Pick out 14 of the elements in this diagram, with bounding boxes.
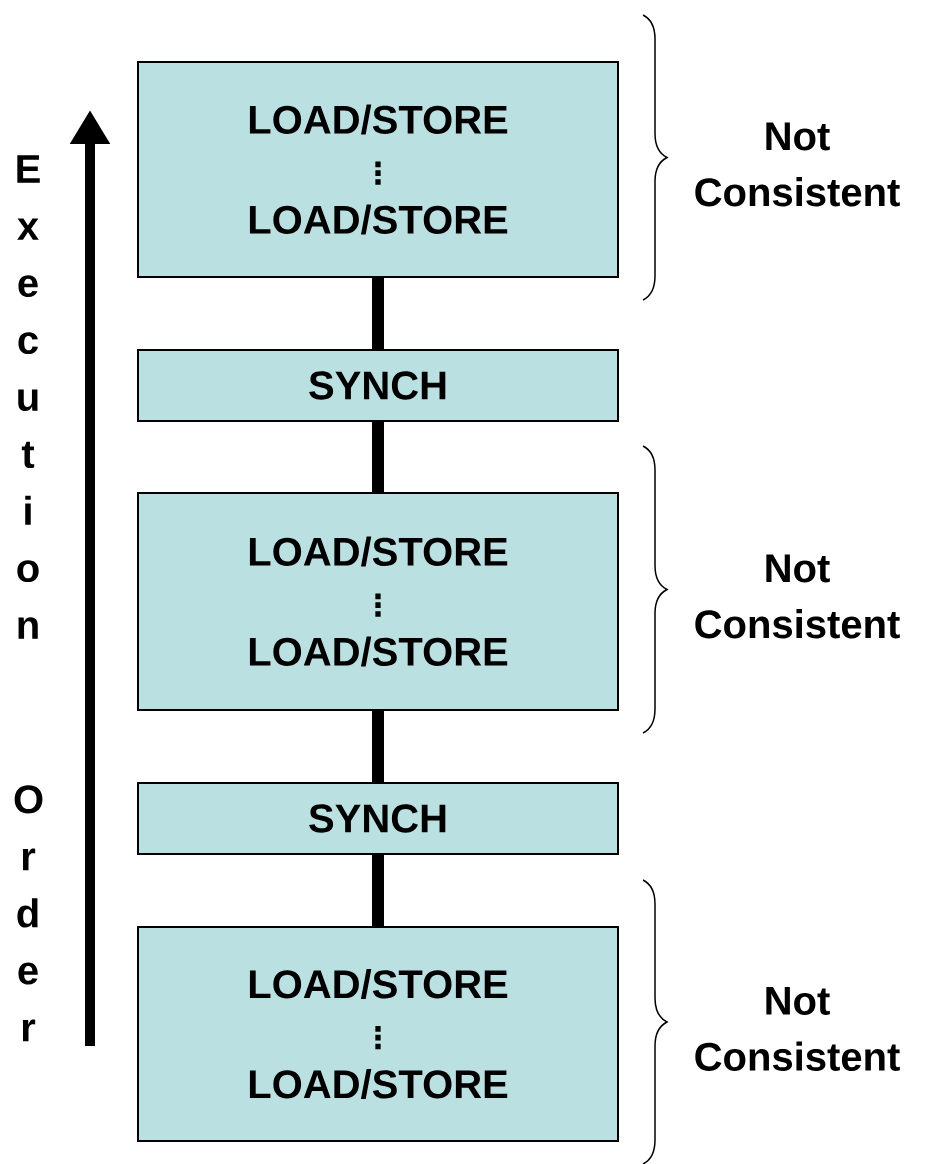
- instruction-box: LOAD/STORE ⋮ LOAD/STORE: [137, 61, 619, 278]
- instruction-box: SYNCH: [137, 349, 619, 422]
- instruction-box: LOAD/STORE ⋮ LOAD/STORE: [137, 926, 619, 1142]
- connector-line: [372, 855, 384, 926]
- vertical-text: Order: [14, 785, 43, 1042]
- vertical-text: Execution: [17, 155, 40, 639]
- connector-line: [372, 278, 384, 349]
- connector-line: [372, 422, 384, 492]
- annotation-text: Not Consistent: [695, 554, 900, 639]
- annotation-text: Not Consistent: [695, 122, 900, 207]
- instruction-box: LOAD/STORE ⋮ LOAD/STORE: [137, 492, 619, 711]
- instruction-box: SYNCH: [137, 782, 619, 855]
- annotation-text: Not Consistent: [695, 987, 900, 1071]
- connector-line: [372, 711, 384, 782]
